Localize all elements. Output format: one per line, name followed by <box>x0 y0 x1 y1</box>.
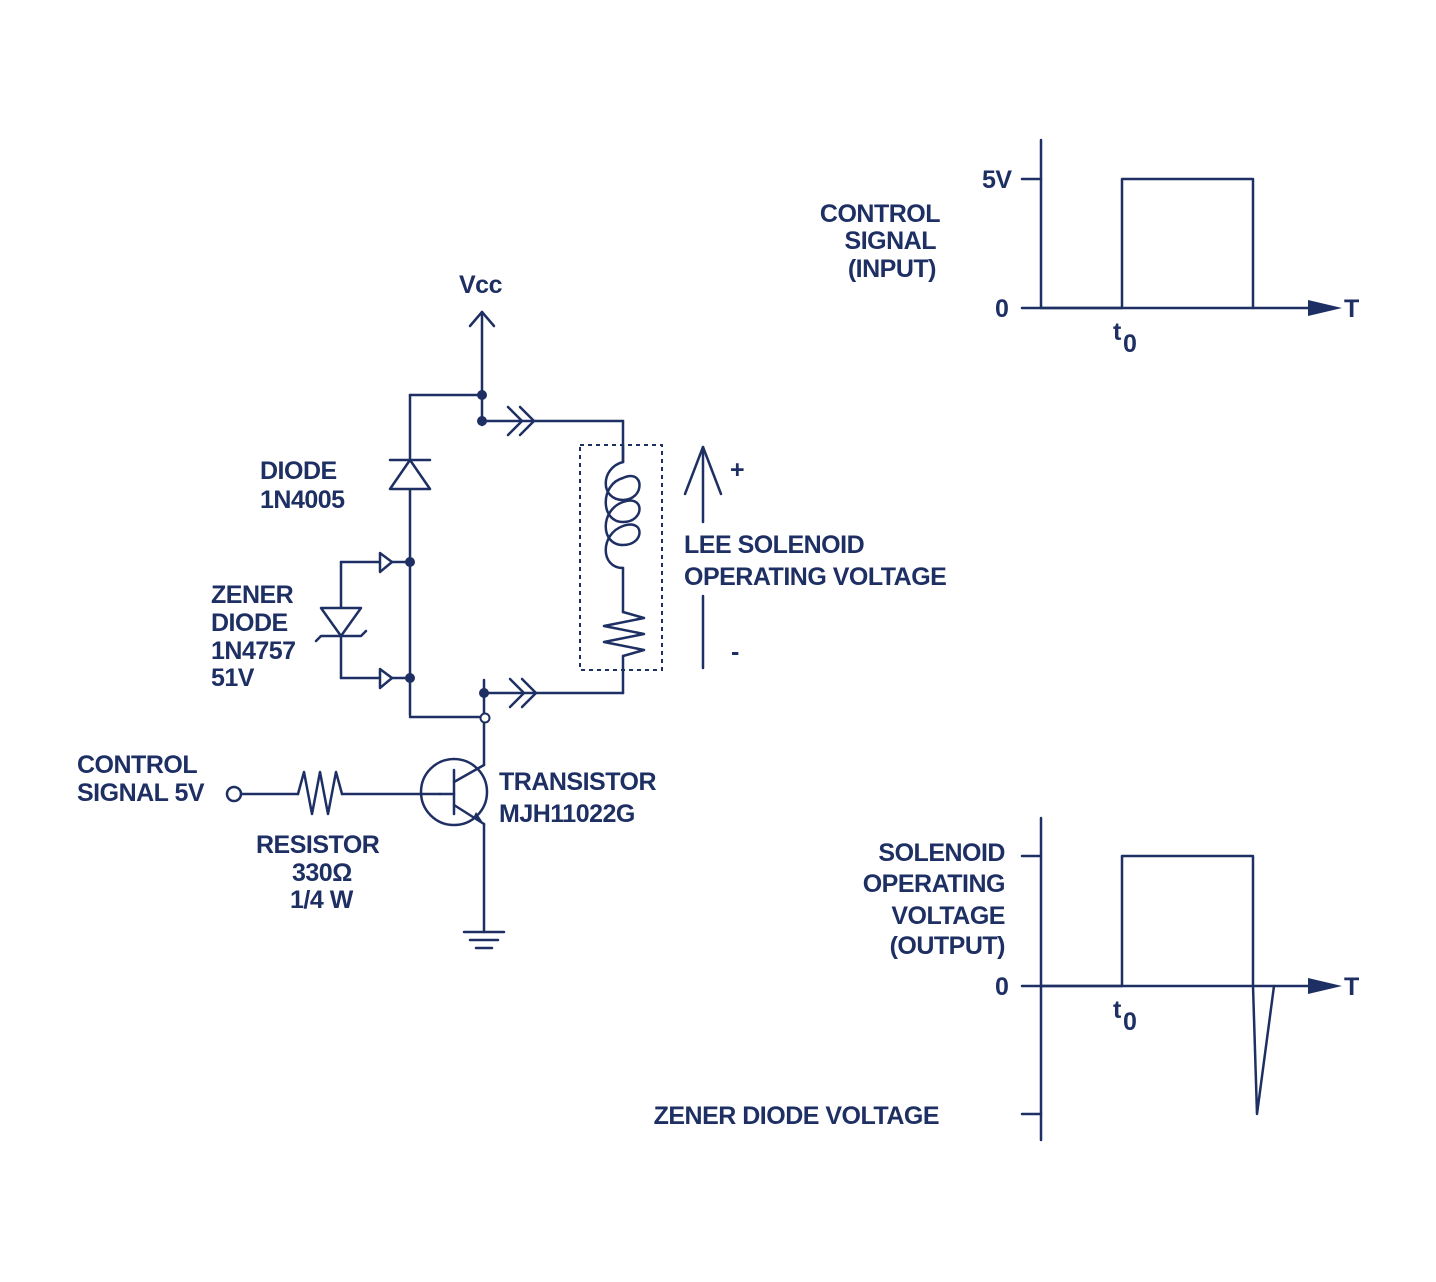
junction-open <box>479 712 491 724</box>
output-y-zero-label: 0 <box>995 973 1008 1001</box>
input-x-axis-arrow <box>1308 300 1342 316</box>
ground-icon <box>462 930 506 950</box>
zener-diode-symbol <box>314 551 415 690</box>
input-y-high-label: 5V <box>982 166 1012 194</box>
input-y-zero-label: 0 <box>995 295 1008 323</box>
junction-dot <box>477 390 487 400</box>
zener-voltage-label: ZENER DIODE VOLTAGE <box>654 1102 939 1130</box>
output-plot-label-line2: OPERATING <box>863 870 1005 898</box>
output-waveform <box>1039 854 1276 1116</box>
diode-1n4005-symbol <box>388 393 432 717</box>
output-t0-subscript: 0 <box>1123 1008 1136 1036</box>
input-t0-label: t <box>1113 318 1122 346</box>
input-t0-subscript: 0 <box>1123 330 1136 358</box>
output-plot-label-line1: SOLENOID <box>878 839 1005 867</box>
output-axis-label: T <box>1344 973 1359 1001</box>
solenoid-minus-label: - <box>731 638 739 666</box>
transistor-label-line2: MJH11022G <box>499 800 635 828</box>
solenoid-voltage-arrow <box>683 445 723 670</box>
control-input <box>225 785 300 803</box>
input-plot-label-line2: SIGNAL <box>845 227 937 255</box>
input-signal-plot: 5V 0 T t 0 CONTROL SIGNAL (INPUT) <box>820 138 1360 358</box>
transistor-label-line1: TRANSISTOR <box>499 768 656 796</box>
transistor-symbol <box>419 757 489 934</box>
solenoid-label-line2: OPERATING VOLTAGE <box>684 563 946 591</box>
output-voltage-plot: 0 T t 0 SOLENOID OPERATING VOLTAGE (OUTP… <box>654 816 1360 1142</box>
output-t0-label: t <box>1113 996 1122 1024</box>
input-plot-label-line1: CONTROL <box>820 200 940 228</box>
control-label-line2: SIGNAL 5V <box>77 779 205 807</box>
circuit: Vcc DIODE 1N4005 <box>77 271 947 950</box>
resistor-label-line1: RESISTOR <box>256 831 380 859</box>
connector-top <box>480 405 625 464</box>
resistor-label-line2: 330Ω <box>292 859 352 887</box>
solenoid-plus-label: + <box>730 456 744 484</box>
resistor-symbol <box>296 770 442 816</box>
zener-label-line2: DIODE <box>211 609 288 637</box>
resistor-label-line3: 1/4 W <box>290 886 354 914</box>
vcc-label: Vcc <box>459 271 503 299</box>
zener-label-line4: 51V <box>211 664 255 692</box>
solenoid-label-line1: LEE SOLENOID <box>684 531 864 559</box>
diode-label-line1: DIODE <box>260 457 337 485</box>
output-plot-label-line4: (OUTPUT) <box>890 932 1006 960</box>
input-plot-label-line3: (INPUT) <box>848 255 936 283</box>
vcc-supply: Vcc <box>459 271 503 427</box>
output-x-axis-arrow <box>1308 978 1342 994</box>
zener-label-line1: ZENER <box>211 581 294 609</box>
input-axis-label: T <box>1344 295 1359 323</box>
connector-bottom <box>479 677 625 767</box>
diode-label-line2: 1N4005 <box>260 486 345 514</box>
control-label-line1: CONTROL <box>77 751 197 779</box>
solenoid-symbol <box>579 443 663 695</box>
zener-label-line3: 1N4757 <box>211 637 296 665</box>
input-pulse-waveform <box>1039 177 1255 310</box>
output-plot-label-line3: VOLTAGE <box>891 902 1005 930</box>
